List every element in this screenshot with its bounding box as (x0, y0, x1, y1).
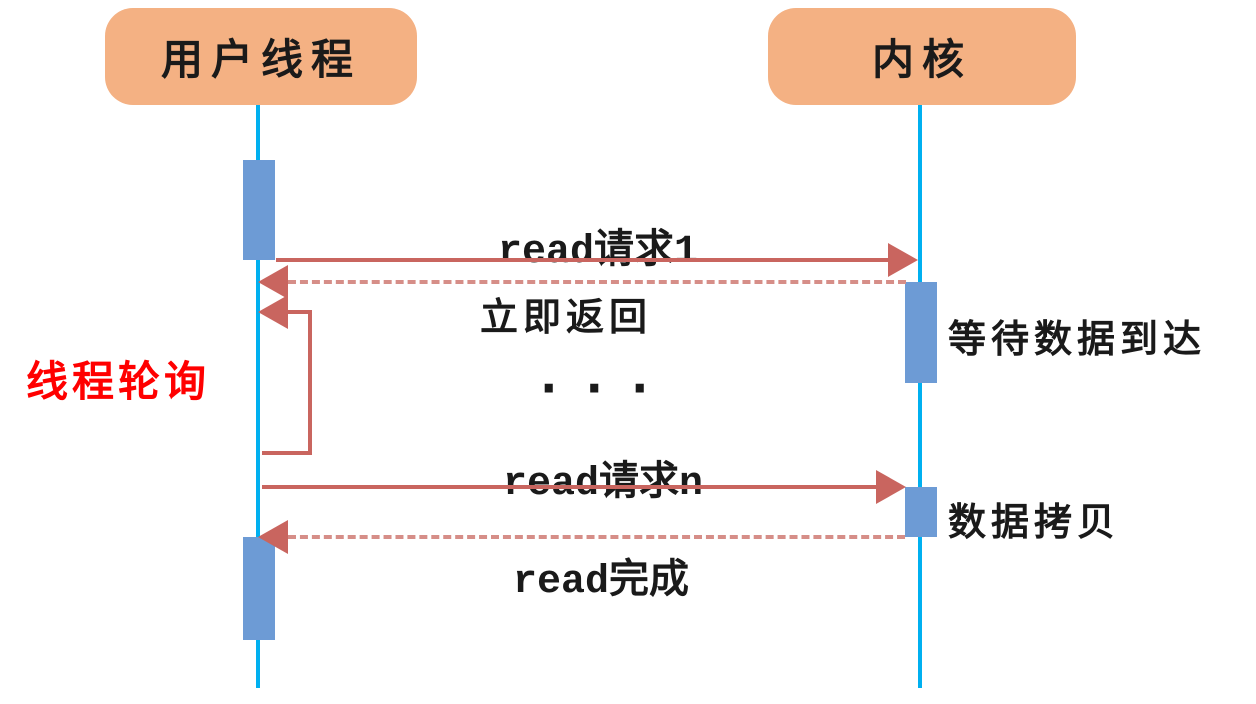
actor-box-user-thread: 用户线程 (105, 8, 417, 105)
lifeline-user-thread (256, 104, 260, 688)
activation-bar-user-2 (243, 537, 275, 640)
message-label-immediate-return: 立即返回 (479, 295, 652, 339)
message-arrow-immediate-return (288, 280, 906, 284)
note-label-wait-for-data: 等待数据到达 (948, 317, 1207, 361)
activation-bar-user-1 (243, 160, 275, 260)
activation-bar-kernel-wait (905, 282, 937, 383)
arrowhead-right-icon (888, 243, 918, 277)
message-arrow-read-complete (288, 535, 905, 539)
ellipsis-dots: ··· (540, 361, 677, 415)
activation-bar-kernel-copy (905, 487, 937, 537)
actor-label-kernel: 内核 (871, 35, 972, 84)
message-arrow-read-request-n (262, 485, 876, 489)
message-label-read-request-1: read请求1 (497, 230, 699, 275)
arrowhead-left-icon (258, 265, 288, 299)
message-label-read-request-n: read请求n (502, 462, 704, 507)
note-label-thread-polling: 线程轮询 (26, 357, 211, 406)
message-arrow-read-request-1 (276, 258, 888, 262)
arrowhead-left-icon (258, 295, 288, 329)
arrowhead-right-icon (876, 470, 906, 504)
polling-loop-top-line (284, 310, 312, 314)
note-label-data-copy: 数据拷贝 (948, 500, 1121, 544)
lifeline-kernel (918, 104, 922, 688)
arrowhead-left-icon (258, 520, 288, 554)
actor-box-kernel: 内核 (768, 8, 1076, 105)
polling-loop-line (262, 310, 312, 455)
message-label-read-complete: read完成 (512, 560, 689, 605)
actor-label-user-thread: 用户线程 (160, 35, 361, 84)
